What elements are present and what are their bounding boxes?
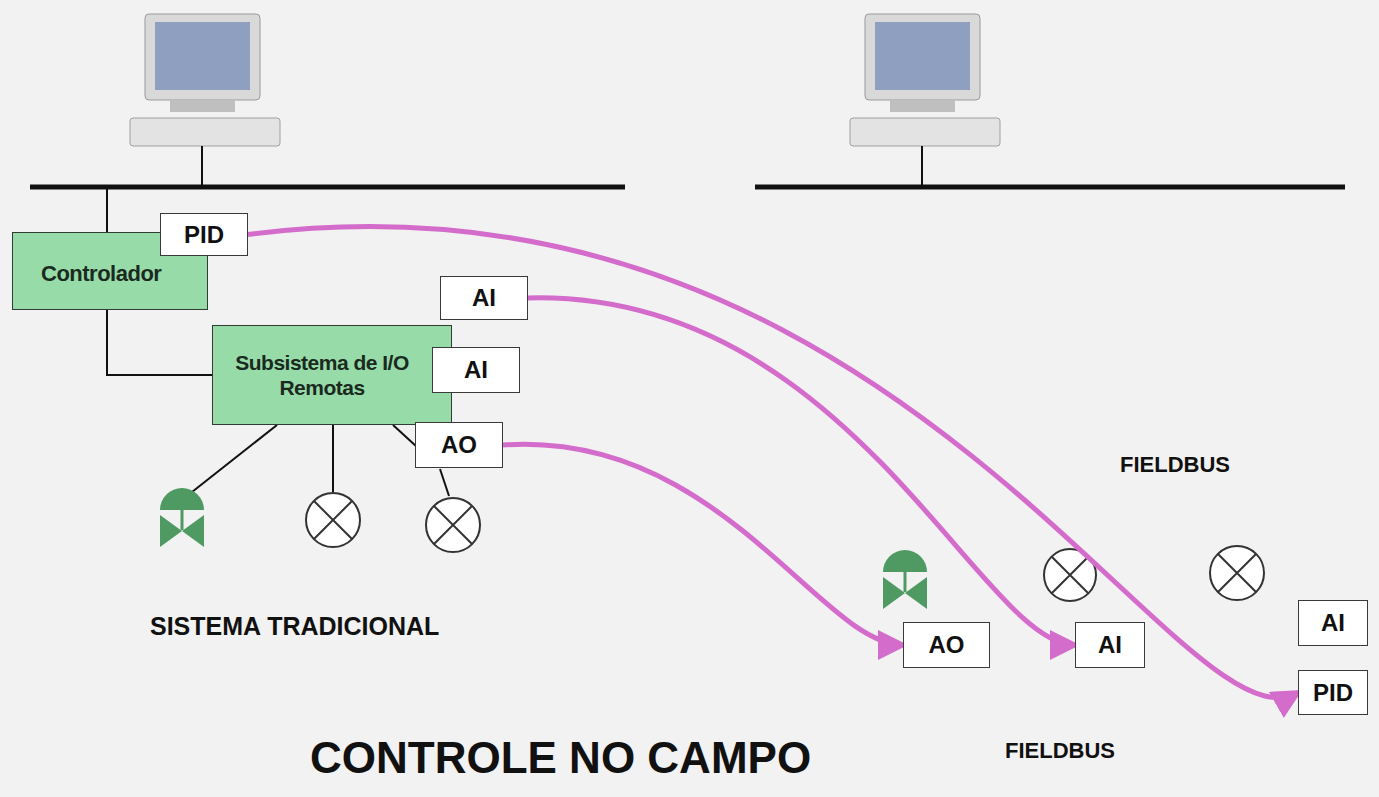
function-block-tag: AO [903, 622, 990, 668]
function-block-tag: AO [415, 422, 503, 468]
caption-label: FIELDBUS [1005, 738, 1115, 764]
network-drop [201, 146, 203, 187]
instrument-cross [1218, 554, 1256, 592]
monitor-base [890, 100, 955, 112]
field-wire [332, 425, 334, 492]
function-block-tag: AI [432, 347, 520, 393]
migration-arrow [528, 298, 1075, 645]
node-label: AO [929, 631, 965, 659]
instrument-circle [426, 498, 480, 552]
function-block-tag: AI [1075, 622, 1145, 668]
valve-actuator [160, 488, 204, 510]
io-link [107, 310, 212, 375]
valve-actuator [883, 550, 927, 572]
transmitter-symbol [306, 493, 360, 547]
computer-icon [850, 14, 1000, 146]
monitor-screen [155, 22, 250, 90]
node-label: Controlador [41, 261, 161, 287]
field-wire [192, 425, 277, 492]
network-drop [921, 146, 923, 187]
computer-icon [130, 14, 280, 146]
field-wire [440, 469, 449, 496]
valve-symbol [160, 488, 204, 547]
monitor-screen [875, 22, 970, 90]
instrument-cross [314, 501, 352, 539]
caption-label: SISTEMA TRADICIONAL [150, 612, 439, 641]
function-block-tag: PID [1298, 670, 1368, 715]
instrument-circle [306, 493, 360, 547]
function-block-tag: AI [440, 276, 528, 320]
node-label: AI [1098, 631, 1122, 659]
valve-body [160, 515, 182, 547]
node-label: PID [184, 221, 224, 249]
network-drop [106, 187, 108, 232]
valve-body [182, 515, 204, 547]
diagram-title: CONTROLE NO CAMPO [310, 733, 811, 783]
node-label: PID [1313, 679, 1353, 707]
function-block-tag: AI [1298, 600, 1368, 646]
node-label: Subsistema de I/O Remotas [232, 350, 412, 400]
migration-arrow [503, 444, 903, 645]
computer-keyboard [130, 118, 280, 146]
field-wire [393, 425, 417, 447]
node-label: AI [472, 284, 496, 312]
valve-stem [181, 510, 184, 530]
remote-io-box: Subsistema de I/O Remotas [212, 325, 452, 425]
function-block-tag: PID [160, 213, 248, 256]
caption-label: FIELDBUS [1120, 452, 1230, 478]
transmitter-symbol [426, 498, 480, 552]
monitor-base [170, 100, 235, 112]
valve-stem [904, 572, 907, 592]
network-bus [30, 185, 625, 190]
transmitter-symbol [1210, 546, 1264, 600]
node-label: AI [464, 356, 488, 384]
monitor-frame [145, 14, 260, 100]
monitor-frame [865, 14, 980, 100]
network-bus [755, 185, 1345, 190]
node-label: AO [441, 431, 477, 459]
valve-symbol [883, 550, 927, 609]
valve-body [883, 577, 905, 609]
instrument-cross [434, 506, 472, 544]
instrument-cross [1052, 557, 1088, 593]
computer-keyboard [850, 118, 1000, 146]
node-label: AI [1321, 609, 1345, 637]
instrument-circle [1210, 546, 1264, 600]
valve-body [905, 577, 927, 609]
